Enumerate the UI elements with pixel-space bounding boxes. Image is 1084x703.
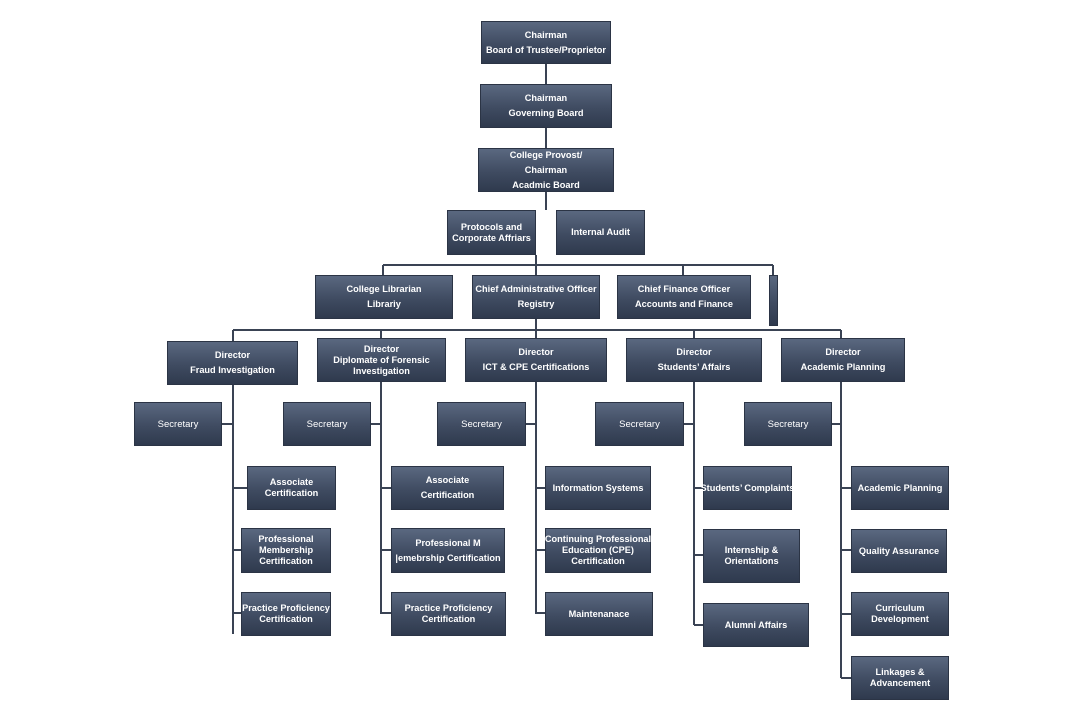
quality-assurance-box: Quality Assurance	[851, 529, 947, 573]
box-text-line: Director	[214, 350, 251, 360]
box-text-line: Chief Finance Officer	[637, 284, 731, 294]
secretary-ict-box: Secretary	[437, 402, 526, 446]
forensic-professional-membership-box: Professional M |emebrship Certification	[391, 528, 505, 573]
box-text-line: Chairman	[524, 93, 568, 103]
box-text-line: Director	[518, 347, 554, 357]
box-text-line: Accounts and Finance	[634, 299, 734, 309]
box-text-line: Students’ Complaints	[700, 482, 795, 493]
secretary-fraud-box: Secretary	[134, 402, 222, 446]
box-text-line: Governing Board	[508, 108, 584, 118]
box-text-line: Corporate Affriars	[452, 232, 531, 243]
box-text-line: Information Systems	[552, 482, 644, 493]
box-text-line: Associate	[269, 477, 314, 487]
box-text-line: Director	[676, 347, 712, 357]
box-text-line: Secretary	[157, 418, 199, 430]
box-text-line: Protocols and	[460, 221, 523, 232]
box-text-line: Quality Assurance	[858, 545, 940, 556]
box-text-line: Certification	[259, 556, 313, 566]
box-text-line: Curriculum	[875, 603, 925, 613]
box-text-line: Chief Administrative Officer	[475, 284, 597, 294]
box-text-line: Certification	[420, 490, 475, 500]
box-text-line: Practice Proficiency	[242, 603, 330, 613]
box-text-line: ICT & CPE Certifications	[482, 362, 590, 372]
box-text-line: Secretary	[767, 418, 809, 430]
box-text-line: Orientations	[724, 556, 779, 566]
box-text-line: Director	[825, 347, 861, 357]
box-text-line: Librariy	[367, 299, 401, 309]
alumni-affairs-box: Alumni Affairs	[703, 603, 809, 647]
box-text-line: Internal Audit	[571, 227, 630, 237]
secretary-forensic-box: Secretary	[283, 402, 371, 446]
box-text-line: Diplomate of Forensic	[333, 354, 430, 365]
box-text-line: Certification	[571, 556, 625, 566]
box-text-line: College Librarian	[346, 284, 422, 294]
box-text-line: Continuing Professional	[544, 534, 652, 544]
box-text-line: Alumni Affairs	[724, 619, 788, 630]
box-text-line: College Provost/	[509, 149, 583, 160]
box-text-line: Associate	[425, 475, 470, 485]
box-text-line: Linkages &	[875, 667, 925, 677]
box-text-line: Secretary	[306, 418, 348, 430]
box-text-line: Advancement	[869, 678, 931, 688]
box-text-line: Students’ Affairs	[657, 362, 731, 372]
box-text-line: Secretary	[619, 418, 660, 430]
internship-orientations-box: Internship &Orientations	[703, 529, 800, 583]
box-text-line: Education (CPE)	[562, 545, 634, 555]
box-text-line: Certification	[264, 488, 319, 498]
box-text-line: Maintenanace	[568, 608, 630, 619]
linkages-advancement-box: Linkages &Advancement	[851, 656, 949, 700]
box-text-line: Registry	[517, 299, 555, 309]
box-text-line: Secretary	[461, 418, 502, 430]
box-text-line: Investigation	[353, 365, 410, 376]
box-text-line: Development	[871, 614, 929, 624]
box-text-line: Academic Planning	[857, 482, 943, 493]
box-text-line: Certification	[421, 614, 476, 624]
box-text-line: Professional M	[415, 537, 481, 548]
internal-audit-box: Internal Audit	[556, 210, 645, 255]
maintenance-box: Maintenanace	[545, 592, 653, 636]
box-text-line: Board of Trustee/Proprietor	[486, 44, 606, 55]
academic-planning-box: Academic Planning	[851, 466, 949, 510]
box-text-line: Certification	[259, 614, 313, 624]
box-text-line: Academic Planning	[800, 362, 886, 372]
box-text-line: Fraud Investigation	[190, 365, 275, 375]
box-text-line: Director	[363, 343, 400, 354]
box-text-line: Chairman	[524, 29, 568, 40]
box-text-line: |emebrship Certification	[395, 552, 501, 563]
box-text-line: Professional	[258, 534, 314, 544]
blank-unit-box	[769, 275, 778, 326]
students-complaints-box: Students’ Complaints	[700, 466, 795, 510]
box-text-line: Membership	[258, 545, 314, 555]
secretary-students-box: Secretary	[595, 402, 684, 446]
box-text-line: Chairman	[524, 164, 568, 175]
box-text-line: Practice Proficiency	[404, 603, 493, 613]
information-systems-box: Information Systems	[545, 466, 651, 510]
secretary-academic-box: Secretary	[744, 402, 832, 446]
box-text-line: Acadmic Board	[512, 179, 580, 190]
box-text-line: Internship &	[724, 545, 779, 555]
